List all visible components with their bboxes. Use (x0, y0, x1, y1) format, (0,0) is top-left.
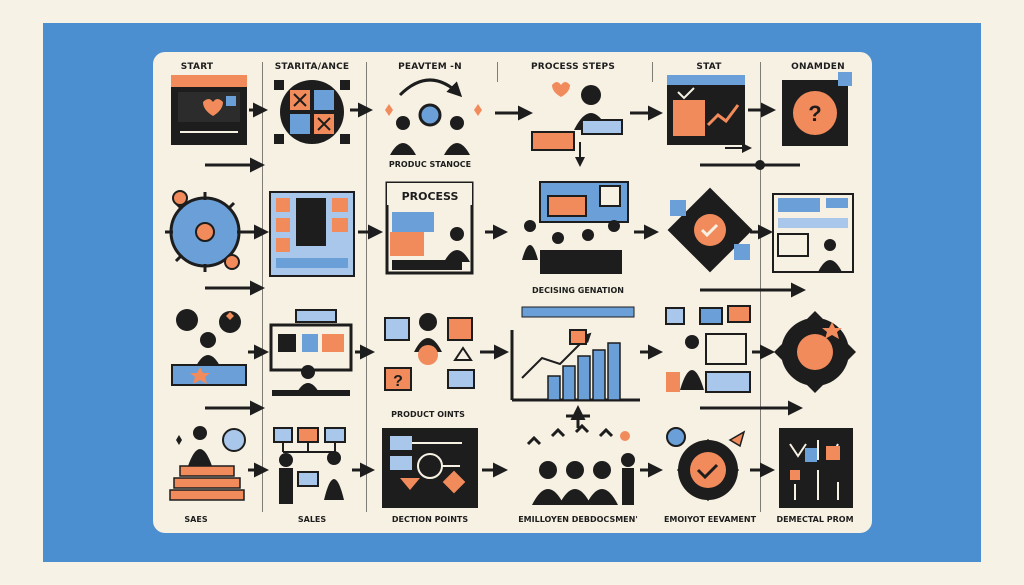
growth-chart-icon (510, 329, 640, 402)
question-gear-icon: ? (782, 72, 852, 146)
star-gear-icon (773, 310, 857, 394)
header-peavtem: PEAVTEM -N (398, 62, 462, 72)
column-divider (652, 62, 653, 82)
header-start: START (180, 62, 214, 72)
header-staritaance: STARITA/ANCE (274, 62, 350, 72)
column-divider (760, 62, 761, 512)
svg-text:?: ? (808, 101, 821, 126)
sales-team-icon (273, 427, 346, 504)
caption-demental-prom: DEMECTAL PROM (776, 515, 854, 524)
meeting-team-icon (522, 181, 629, 274)
chart-window-icon (667, 75, 745, 145)
caption-process: PROCESS (401, 190, 459, 203)
browser-heart-icon (171, 75, 247, 145)
process-window-icon (385, 181, 474, 275)
promotion-flow-icon (779, 428, 853, 508)
caption-employee-development: EMILLOYEN DEBDOCSMEN' (518, 515, 638, 524)
diagram-panel (153, 52, 872, 533)
presentation-screen-icon (269, 309, 353, 396)
employee-group-icon (526, 423, 635, 505)
gear-diamond-icon (667, 187, 753, 273)
product-grid-icon: ? (384, 313, 475, 391)
workstation-icon (665, 305, 751, 393)
svg-text:?: ? (393, 373, 403, 390)
evaluation-gear-icon (666, 427, 746, 502)
caption-sales-2: SALES (297, 515, 327, 524)
document-stack-icon (269, 191, 355, 277)
column-divider (497, 62, 498, 82)
gear-cross-icon (274, 80, 350, 144)
caption-product-points: PRODUCT OINTS (391, 410, 465, 419)
header-process-steps: PROCESS STEPS (530, 62, 616, 72)
decision-flow-icon (382, 428, 478, 508)
team-cycle-icon (385, 78, 482, 155)
user-dashboard-icon (772, 193, 854, 273)
column-divider (366, 62, 367, 512)
caption-deciding-generation: DECISING GENATION (532, 286, 624, 295)
caption-decision-points: DECTION POINTS (391, 515, 469, 524)
caption-sales-1: SAES (184, 515, 208, 524)
header-onamden: ONAMDEN (791, 62, 845, 72)
staircase-person-icon (169, 426, 246, 501)
caption-employee-evaluation: EMOIYOT EEVAMENT (663, 515, 757, 524)
network-hub-icon (165, 190, 245, 272)
podium-star-icon (171, 309, 247, 386)
caption-product-stance: PRODUC STANOCE (388, 160, 472, 169)
header-stat: STAT (696, 62, 722, 72)
presenter-heart-icon (531, 82, 623, 167)
